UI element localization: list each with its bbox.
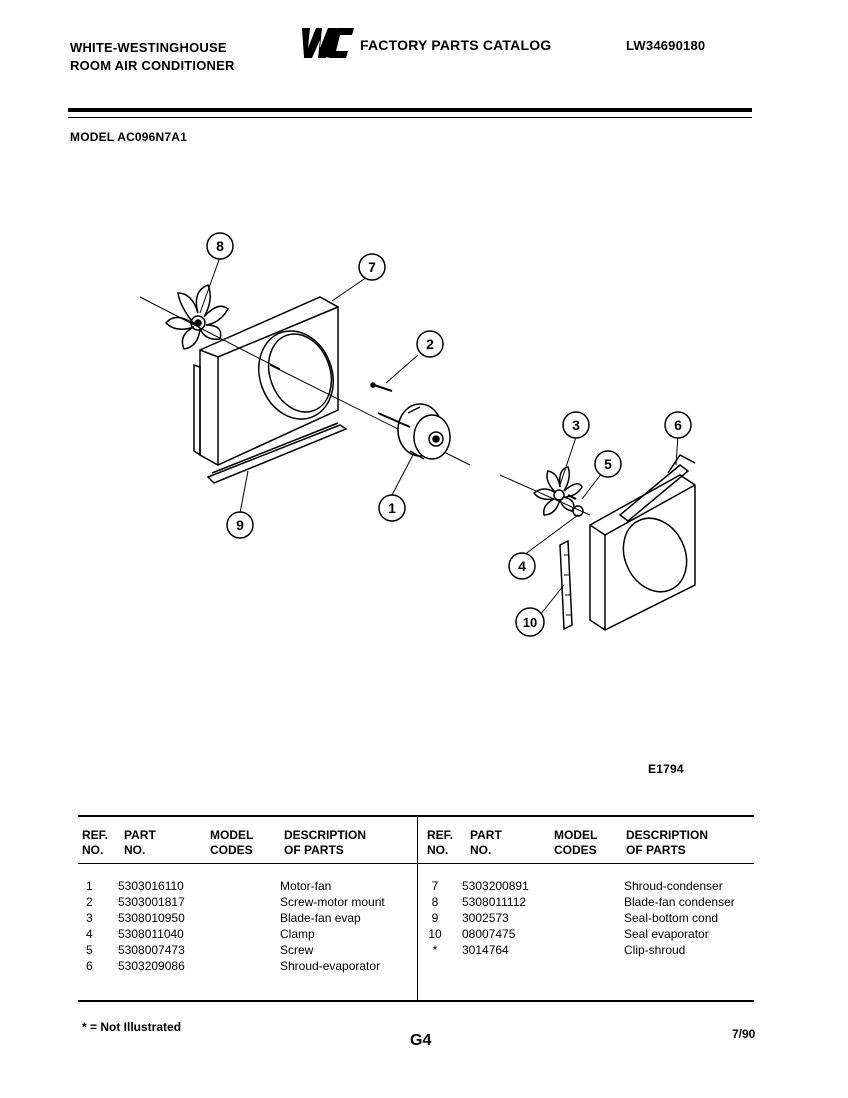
left-part-column: 5303016110 5303001817 5308010950 5308011… (118, 878, 185, 974)
table-row: 2 (86, 895, 93, 909)
left-ref-column: 1 2 3 4 5 6 (86, 878, 93, 974)
right-part-column: 5303200891 5308011112 3002573 08007475 3… (462, 878, 529, 958)
table-row: 5 (86, 943, 93, 957)
table-row: 8 (431, 895, 439, 909)
condenser-blade-drawing (139, 284, 281, 370)
svg-text:8: 8 (216, 238, 224, 254)
part-number: 5303209086 (118, 959, 185, 973)
part-number: 5308011040 (118, 927, 184, 941)
svg-text:10: 10 (523, 615, 537, 630)
part-number: 5308007473 (118, 943, 185, 957)
evap-blade-drawing (499, 466, 591, 516)
header-ref: REF.NO. (82, 828, 109, 857)
part-number: 5308011112 (462, 895, 527, 909)
table-header-rule (78, 863, 754, 864)
svg-text:6: 6 (674, 417, 682, 433)
part-description: Seal-bottom cond (624, 911, 719, 925)
callout-7: 7 (358, 253, 386, 281)
seal-bottom-drawing (206, 422, 348, 484)
part-description: Motor-fan (280, 879, 332, 893)
part-description: Blade-fan evap (280, 911, 361, 925)
header-ref-right: REF.NO. (427, 828, 454, 857)
condenser-shroud-drawing (193, 296, 339, 466)
part-description: Clamp (280, 927, 315, 941)
model-line: MODEL AC096N7A1 (70, 130, 188, 144)
table-row: 6 (86, 959, 93, 973)
brand-line-1: WHITE-WESTINGHOUSE (70, 40, 227, 55)
part-description: Screw (280, 943, 314, 957)
callout-2: 2 (416, 330, 444, 358)
callout-8: 8 (206, 232, 234, 260)
clamp-drawing (572, 505, 584, 517)
not-illustrated-note: * = Not Illustrated (82, 1020, 182, 1034)
part-description: Blade-fan condenser (624, 895, 735, 909)
wci-logo (296, 26, 356, 60)
svg-text:5: 5 (604, 456, 612, 472)
table-divider (417, 815, 418, 1000)
exploded-parts-diagram: 8 7 2 1 9 3 5 6 4 10 (120, 215, 740, 665)
revision-date: 7/90 (732, 1027, 756, 1041)
motor-drawing (269, 364, 471, 466)
evaporator-shroud-drawing (589, 454, 696, 631)
svg-text:2: 2 (426, 336, 434, 352)
callout-9: 9 (226, 511, 254, 539)
part-description: Clip-shroud (624, 943, 686, 957)
right-desc-column: Shroud-condenser Blade-fan condenser Sea… (624, 878, 735, 958)
header-rule-thin (68, 117, 752, 118)
part-description: Seal evaporator (624, 927, 709, 941)
callout-1: 1 (378, 494, 406, 522)
catalog-title: FACTORY PARTS CATALOG (360, 37, 552, 53)
svg-text:3: 3 (572, 417, 580, 433)
svg-text:4: 4 (518, 558, 526, 574)
part-number: 5303016110 (118, 879, 184, 893)
screw-drawing (370, 382, 393, 392)
part-number: 3002573 (462, 911, 509, 925)
seal-evaporator-drawing (559, 539, 573, 631)
table-bottom-rule (78, 1000, 754, 1002)
part-number: 08007475 (462, 927, 516, 941)
callout-3: 3 (562, 411, 590, 439)
svg-text:7: 7 (368, 259, 376, 275)
part-number: 3014764 (462, 943, 509, 957)
page-number: G4 (410, 1032, 432, 1049)
catalog-number: LW34690180 (626, 38, 706, 53)
table-row: * (432, 943, 438, 957)
part-description: Shroud-evaporator (280, 959, 381, 973)
callout-5: 5 (594, 450, 622, 478)
brand-line-2: ROOM AIR CONDITIONER (70, 58, 235, 73)
part-description: Shroud-condenser (624, 879, 723, 893)
table-row: 4 (86, 927, 93, 941)
svg-text:1: 1 (388, 500, 396, 516)
part-number: 5303001817 (118, 895, 185, 909)
callout-6: 6 (664, 411, 692, 439)
part-number: 5308010950 (118, 911, 185, 925)
table-row: 7 (431, 879, 439, 893)
part-description: Screw-motor mount (280, 895, 385, 909)
table-row: 9 (431, 911, 439, 925)
left-desc-column: Motor-fan Screw-motor mount Blade-fan ev… (280, 878, 385, 974)
svg-text:9: 9 (236, 517, 244, 533)
table-row: 1 (86, 879, 93, 893)
screw-5-drawing (567, 494, 577, 500)
table-top-rule (78, 815, 754, 817)
table-row: 10 (428, 927, 442, 941)
right-ref-column: 7 8 9 10 * (426, 878, 444, 958)
callout-4: 4 (508, 552, 536, 580)
header-rule-thick (68, 108, 752, 112)
table-row: 3 (86, 911, 93, 925)
part-number: 5303200891 (462, 879, 529, 893)
figure-id: E1794 (648, 762, 684, 776)
callout-10: 10 (515, 607, 545, 637)
